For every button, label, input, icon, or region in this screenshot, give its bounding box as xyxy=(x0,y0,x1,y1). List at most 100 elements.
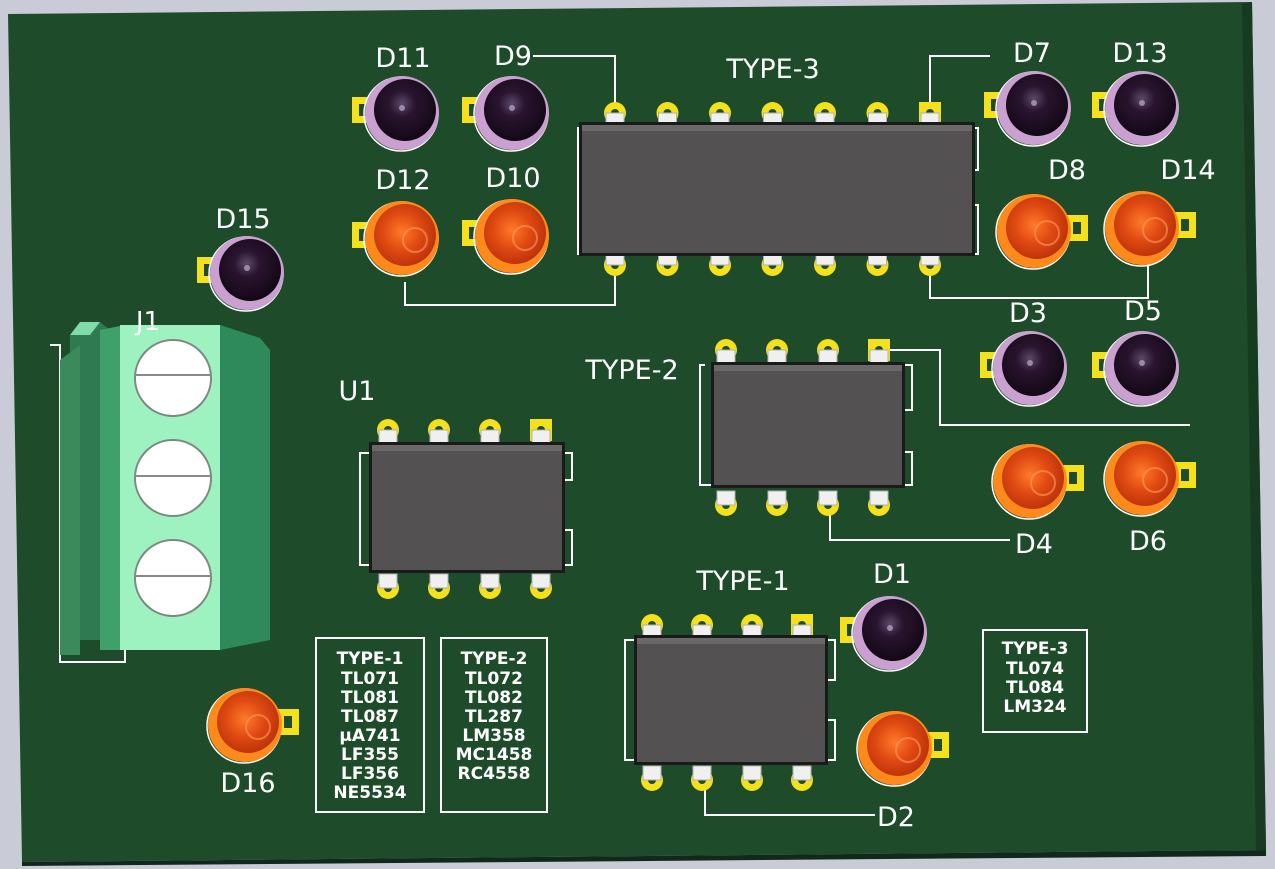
led-label-d16: D16 xyxy=(220,768,275,799)
ic-pin xyxy=(692,765,712,781)
table-type1: TYPE-1 TL071 TL081 TL087 µA741 LF355 LF3… xyxy=(315,637,425,813)
led-pad-hole xyxy=(1073,222,1081,234)
led-d4[interactable] xyxy=(991,444,1084,520)
led-label-d10: D10 xyxy=(485,163,540,194)
led-glint xyxy=(1139,100,1145,106)
ic-pin xyxy=(378,429,398,445)
table-type1-item: TL087 xyxy=(341,707,399,727)
table-type2-item: TL287 xyxy=(465,707,523,727)
led-lens xyxy=(1006,74,1068,136)
terminal-block-j1: J1 xyxy=(60,307,270,655)
led-glint xyxy=(244,265,250,271)
led-label-d8: D8 xyxy=(1048,155,1086,186)
led-label-d9: D9 xyxy=(494,41,532,72)
led-label-d11: D11 xyxy=(375,43,430,74)
led-d9[interactable] xyxy=(462,76,549,152)
table-type1-item: LF355 xyxy=(341,745,399,765)
ic-label-type2: TYPE-2 xyxy=(584,355,678,386)
ic-body-highlight xyxy=(714,365,902,371)
led-label-d5: D5 xyxy=(1124,296,1162,327)
led-pad-hole xyxy=(1181,219,1189,231)
led-d13[interactable] xyxy=(1092,71,1179,147)
led-label-d15: D15 xyxy=(215,204,270,235)
led-label-d2: D2 xyxy=(877,802,915,833)
led-d12[interactable] xyxy=(352,201,439,277)
led-d3[interactable] xyxy=(980,331,1067,407)
led-label-d6: D6 xyxy=(1129,526,1167,557)
led-pad-hole xyxy=(987,359,995,371)
led-reflector xyxy=(1034,220,1060,246)
led-lens xyxy=(1114,334,1176,396)
ic-type1[interactable] xyxy=(634,614,828,791)
led-glint xyxy=(399,105,405,111)
ic-pin xyxy=(792,765,812,781)
led-pad-hole xyxy=(1099,99,1107,111)
led-d1[interactable] xyxy=(840,596,927,672)
led-reflector xyxy=(895,737,921,763)
ic-body xyxy=(637,638,825,762)
led-lens xyxy=(862,599,924,661)
led-label-d4: D4 xyxy=(1015,529,1053,560)
led-d2[interactable] xyxy=(856,711,949,787)
ic-pin xyxy=(818,349,838,365)
led-d7[interactable] xyxy=(984,71,1071,147)
ic-pin xyxy=(480,429,500,445)
led-d5[interactable] xyxy=(1092,331,1179,407)
led-reflector xyxy=(245,714,271,740)
led-lens xyxy=(1114,74,1176,136)
led-reflector xyxy=(1142,467,1168,493)
ic-u1[interactable] xyxy=(369,419,565,599)
terminal-screw[interactable] xyxy=(134,439,212,517)
led-label-d12: D12 xyxy=(375,165,430,196)
ic-pin xyxy=(869,490,889,506)
table-type2: TYPE-2 TL072 TL082 TL287 LM358 MC1458 RC… xyxy=(440,637,548,813)
led-label-d14: D14 xyxy=(1160,155,1215,186)
led-glint xyxy=(509,105,515,111)
table-type2-heading: TYPE-2 xyxy=(461,649,528,669)
table-type1-item: µA741 xyxy=(339,726,400,746)
led-d16[interactable] xyxy=(206,688,299,764)
ic-type3[interactable] xyxy=(579,102,975,276)
ic-body xyxy=(582,125,972,253)
ic-pin xyxy=(716,349,736,365)
ic-type2[interactable] xyxy=(711,339,905,516)
led-d14[interactable] xyxy=(1103,191,1196,267)
led-d15[interactable] xyxy=(197,236,284,312)
ic-pin xyxy=(531,573,551,589)
led-reflector xyxy=(1142,217,1168,243)
ic-body-highlight xyxy=(637,638,825,644)
ic-body-highlight xyxy=(582,125,972,131)
led-pad-hole xyxy=(359,104,367,116)
ic-body-highlight xyxy=(372,445,562,451)
ic-pin xyxy=(429,429,449,445)
terminal-screw[interactable] xyxy=(134,339,212,417)
table-type1-item: TL071 xyxy=(341,669,399,689)
led-lens xyxy=(1002,334,1064,396)
led-pad-hole xyxy=(204,264,212,276)
led-pad-hole xyxy=(1099,359,1107,371)
led-d10[interactable] xyxy=(462,199,549,275)
led-label-d13: D13 xyxy=(1112,38,1167,69)
ic-pin xyxy=(767,490,787,506)
table-type2-item: TL082 xyxy=(465,688,523,708)
led-reflector xyxy=(512,225,538,251)
led-d8[interactable] xyxy=(995,194,1088,270)
ic-pin xyxy=(818,490,838,506)
table-type2-item: LM358 xyxy=(462,726,525,746)
led-pad-hole xyxy=(469,104,477,116)
led-pad-hole xyxy=(469,227,477,239)
terminal-screw[interactable] xyxy=(134,539,212,617)
led-d11[interactable] xyxy=(352,76,439,152)
table-type3-item: TL084 xyxy=(1006,678,1064,698)
table-type2-item: MC1458 xyxy=(456,745,533,765)
led-d6[interactable] xyxy=(1103,441,1196,517)
table-type2-item: RC4558 xyxy=(458,764,531,784)
table-type3-item: TL074 xyxy=(1006,659,1064,679)
led-pad-hole xyxy=(359,229,367,241)
table-type3: TYPE-3 TL074 TL084 LM324 xyxy=(982,629,1088,733)
table-type1-item: NE5534 xyxy=(333,783,406,803)
table-type1-item: LF356 xyxy=(341,764,399,784)
led-glint xyxy=(1139,360,1145,366)
ic-pin xyxy=(742,765,762,781)
